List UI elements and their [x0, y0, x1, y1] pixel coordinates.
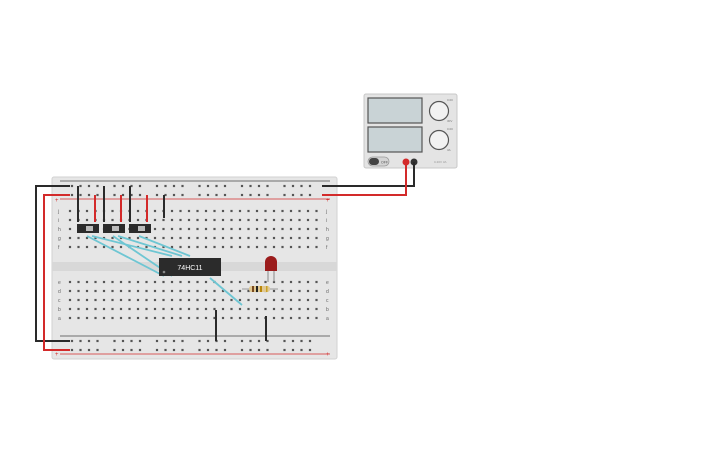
knob-top-label-1: 0.00 [447, 98, 453, 102]
row-letter-g: g [58, 236, 61, 242]
row-letter-i: i [58, 218, 59, 224]
led[interactable] [265, 256, 277, 282]
ic-74hc11[interactable]: 74HC11 [159, 258, 221, 276]
ground-wires[interactable] [35, 162, 415, 342]
ic-label: 74HC11 [177, 265, 202, 272]
row-letter-h: h [58, 227, 61, 233]
row-letter-e: e [58, 280, 61, 286]
row-letter-right-j: j [325, 209, 327, 215]
rail-plus-bottom: + [326, 352, 330, 358]
knob-bottom-label-2: 3A [447, 148, 451, 152]
row-letter-c: c [58, 298, 61, 304]
power-supply[interactable]: 0.00 30V 0.00 3A OFF 0-30V 3A [363, 93, 458, 169]
power-switch-label: OFF [381, 161, 388, 165]
voltage-display [367, 97, 423, 124]
knob-top-label-2: 30V [447, 119, 452, 123]
row-letter-right-g: g [326, 236, 329, 242]
row-letter-right-c: c [326, 298, 329, 304]
power-wires[interactable] [43, 162, 407, 351]
slide-switch-2[interactable] [103, 224, 125, 233]
rail-plus-left-top: + [55, 198, 59, 204]
current-display [367, 126, 423, 153]
knob-bottom-label-1: 0.00 [447, 127, 453, 131]
row-letter-b: b [58, 307, 61, 313]
row-letter-f: f [58, 245, 60, 251]
row-letter-right-b: b [326, 307, 329, 313]
current-knob[interactable] [428, 129, 450, 151]
row-letter-right-d: d [326, 289, 329, 295]
voltage-knob[interactable] [428, 100, 450, 122]
rail-plus-left-bottom: + [55, 352, 59, 358]
row-letter-j: j [57, 209, 59, 215]
supply-model-label: 0-30V 3A [434, 160, 447, 164]
resistor[interactable] [242, 286, 278, 292]
row-letter-d: d [58, 289, 61, 295]
row-letter-right-e: e [326, 280, 329, 286]
row-letter-right-f: f [326, 245, 328, 251]
row-letter-a: a [58, 316, 61, 322]
row-letter-right-i: i [326, 218, 327, 224]
rail-plus-top: + [326, 198, 330, 204]
slide-switch-3[interactable] [129, 224, 151, 233]
row-letter-right-h: h [326, 227, 329, 233]
signal-wires[interactable] [86, 235, 243, 306]
row-letter-right-a: a [326, 316, 329, 322]
slide-switch-1[interactable] [77, 224, 99, 233]
